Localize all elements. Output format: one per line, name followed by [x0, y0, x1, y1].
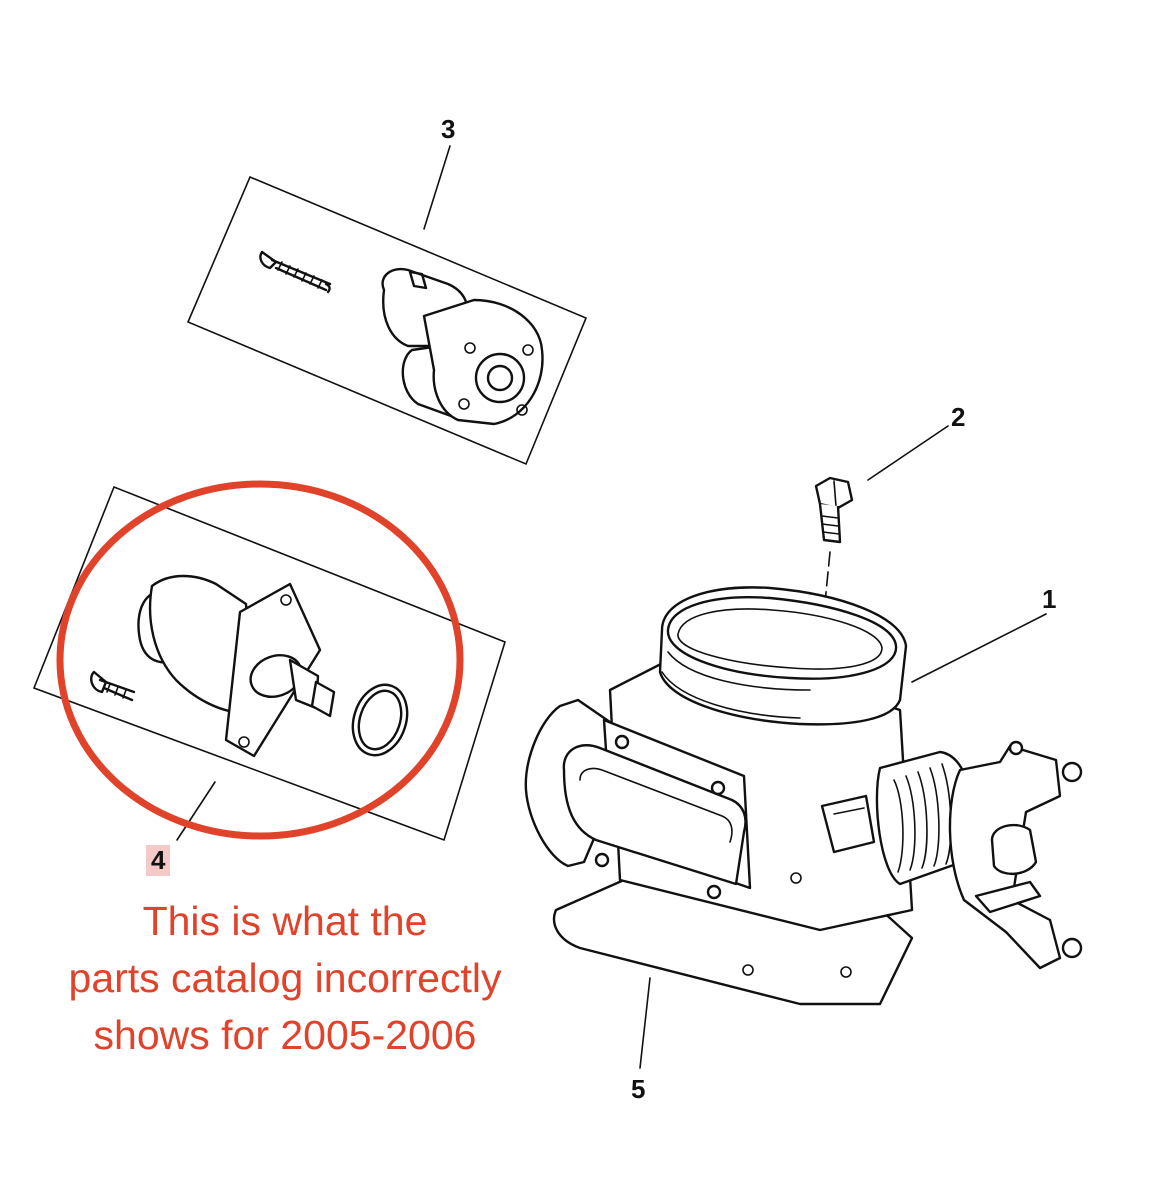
callout-number-5: 5: [631, 1074, 646, 1104]
part-4-valve: [137, 574, 336, 758]
part-1-throttle-body: [524, 586, 1083, 1006]
annotation-line-2: parts catalog incorrectly: [68, 955, 502, 1001]
annotation-line-3: shows for 2005-2006: [93, 1012, 477, 1058]
callout-number-1: 1: [1042, 584, 1057, 614]
part-5-leader-line: [639, 977, 651, 1069]
part-4-panel: [32, 485, 506, 842]
callout-number-2: 2: [951, 402, 966, 432]
part-3-panel: [186, 145, 588, 466]
callout-number-4: 4: [146, 845, 171, 876]
annotation-text: This is what the parts catalog incorrect…: [0, 893, 570, 1064]
callout-number-3: 3: [441, 114, 456, 144]
part-4-o-ring: [351, 683, 409, 757]
part-3-screw: [259, 250, 332, 294]
annotation-line-1: This is what the: [142, 898, 428, 944]
highlight-circle: [56, 480, 464, 840]
part-4-screw: [90, 670, 136, 702]
part-3-sensor: [381, 267, 544, 426]
